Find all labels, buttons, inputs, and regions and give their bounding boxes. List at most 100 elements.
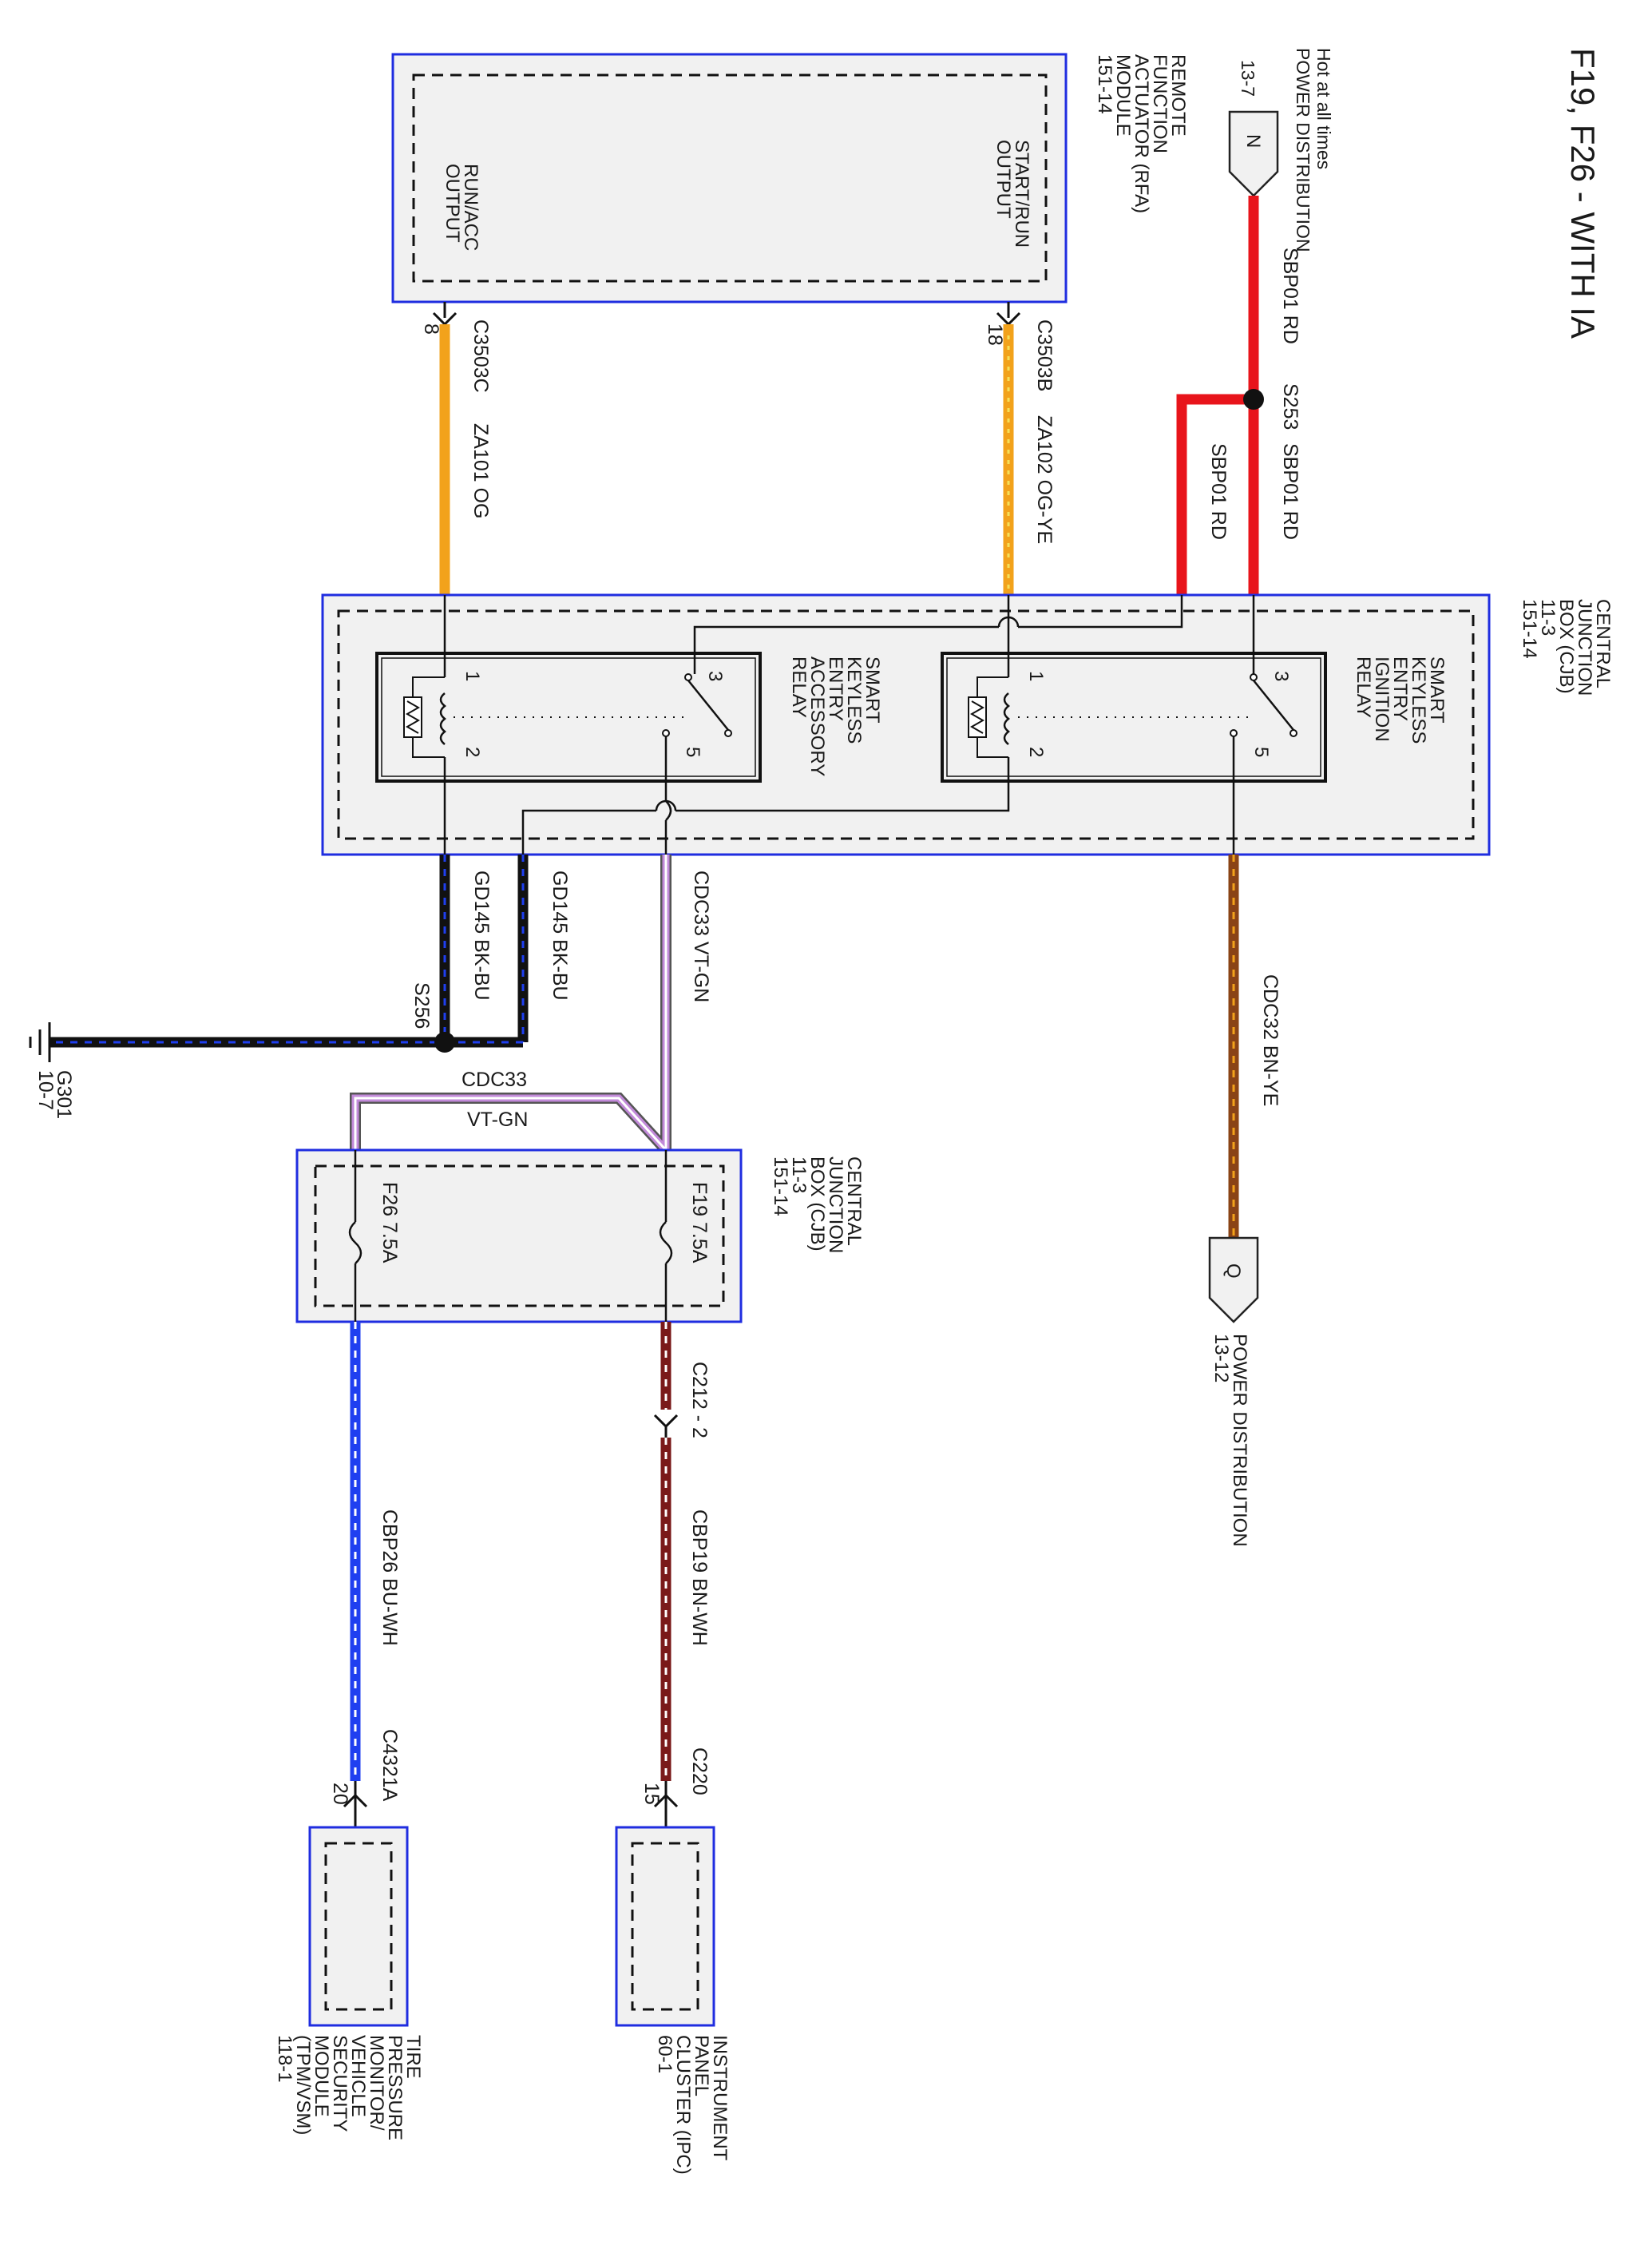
svg-text:RELAY: RELAY — [788, 656, 810, 718]
accessory-relay-pin-3: 3 — [704, 671, 726, 681]
wire-cdc33-vertical-label: CDC33 VT-GN — [690, 871, 712, 1002]
connector-c4321a-pin: 20 — [329, 1783, 351, 1805]
connector-q-label: Q — [1222, 1263, 1244, 1279]
svg-text:KEYLESS: KEYLESS — [1408, 656, 1429, 744]
cjb-fuse-box — [295, 1148, 743, 1323]
svg-text:JUNCTION: JUNCTION — [825, 1156, 846, 1253]
connector-c3503c-pin: 8 — [420, 323, 442, 335]
svg-text:SECURITY: SECURITY — [329, 2035, 351, 2132]
wire-cdc33-h-circuit: CDC33 — [462, 1069, 527, 1091]
wire-gd145 — [50, 855, 529, 1053]
svg-text:SMART: SMART — [862, 656, 883, 724]
connector-c3503b: C3503B — [1033, 319, 1056, 391]
power-dist-bottom-ref: 13-12 — [1210, 1334, 1232, 1382]
rfa-pin-run-acc: RUN/ACC — [460, 164, 481, 251]
connector-c3503c: C3503C — [469, 319, 492, 393]
wire-cdc33 — [350, 855, 671, 1165]
svg-text:RELAY: RELAY — [1353, 656, 1374, 718]
ignition-relay-pin-1: 1 — [1025, 671, 1047, 681]
svg-text:PRESSURE: PRESSURE — [384, 2035, 406, 2140]
ignition-relay-pin-5: 5 — [1250, 747, 1272, 757]
ground-g301-ref: 10-7 — [34, 1070, 57, 1110]
wire-sbp01-a-label: SBP01 RD — [1279, 443, 1301, 540]
connector-n-label: N — [1242, 134, 1264, 148]
rfa-pin-start-run-2: OUTPUT — [992, 140, 1014, 219]
connector-n: N — [1228, 110, 1279, 197]
wire-sbp01-top-label: SBP01 RD — [1279, 248, 1301, 344]
svg-text:ACCESSORY: ACCESSORY — [806, 656, 828, 776]
cjb-fuse-box-label: CENTRAL JUNCTION BOX (CJB) 11-3 151-14 — [770, 1156, 865, 1253]
tpm-label: TIRE PRESSURE MONITOR/ VEHICLE SECURITY … — [274, 2035, 424, 2140]
svg-text:11-3: 11-3 — [788, 1156, 810, 1193]
wire-za102-label: ZA102 OG-YE — [1033, 415, 1056, 544]
svg-text:151-14: 151-14 — [770, 1156, 791, 1216]
connector-c3503b-pin: 18 — [984, 323, 1006, 346]
wire-za102 — [996, 302, 1021, 595]
svg-text:ENTRY: ENTRY — [1389, 656, 1411, 721]
connector-q: Q — [1208, 1236, 1259, 1323]
ipc-label: INSTRUMENT PANEL CLUSTER (IPC) 60-1 — [654, 2035, 731, 2175]
svg-text:60-1: 60-1 — [654, 2035, 675, 2073]
ignition-relay-pin-3: 3 — [1270, 671, 1292, 681]
svg-text:BOX (CJB): BOX (CJB) — [806, 1156, 828, 1251]
connector-c212: C212 - 2 — [688, 1362, 711, 1438]
wire-cbp19 — [653, 1322, 679, 1837]
power-dist-bottom-label: POWER DISTRIBUTION — [1229, 1334, 1250, 1547]
cjb-internal-wiring — [443, 595, 1255, 855]
ignition-relay — [941, 652, 1327, 783]
wire-gd145-a-label: GD145 BK-BU — [549, 871, 571, 1001]
wire-za101-label: ZA101 OG — [469, 423, 492, 519]
page-title: F19, F26 - WITH IA — [1564, 48, 1602, 339]
svg-text:CLUSTER (IPC): CLUSTER (IPC) — [672, 2035, 694, 2175]
splice-s253: S253 — [1279, 383, 1301, 430]
svg-text:MODULE: MODULE — [1112, 54, 1134, 137]
svg-text:IGNITION: IGNITION — [1371, 656, 1393, 742]
svg-text:TIRE: TIRE — [402, 2035, 424, 2079]
power-dist-top-label: POWER DISTRIBUTION — [1293, 48, 1313, 252]
wire-cbp26-label: CBP26 BU-WH — [378, 1509, 401, 1646]
svg-text:ACTUATOR (RFA): ACTUATOR (RFA) — [1131, 54, 1152, 213]
svg-text:118-1: 118-1 — [274, 2035, 295, 2083]
svg-text:151-14: 151-14 — [1094, 54, 1115, 114]
wire-sbp01 — [1176, 196, 1264, 595]
svg-text:11-3: 11-3 — [1537, 599, 1559, 636]
fuse-f26 — [348, 1150, 362, 1322]
rfa-label: REMOTE FUNCTION ACTUATOR (RFA) MODULE 15… — [1094, 54, 1189, 213]
wire-cbp26 — [343, 1322, 368, 1837]
accessory-relay-pin-2: 2 — [462, 747, 483, 757]
wire-cbp19-label: CBP19 BN-WH — [688, 1509, 711, 1646]
svg-text:KEYLESS: KEYLESS — [843, 656, 865, 744]
rfa-module — [391, 53, 1068, 303]
svg-text:CENTRAL: CENTRAL — [1592, 599, 1614, 688]
accessory-relay-label: SMART KEYLESS ENTRY ACCESSORY RELAY — [788, 656, 883, 776]
connector-c4321a: C4321A — [378, 1729, 401, 1802]
wire-cdc32-label: CDC32 BN-YE — [1259, 974, 1282, 1106]
wire-za101 — [432, 302, 458, 595]
accessory-relay-pin-1: 1 — [462, 671, 483, 681]
fuse-f19 — [659, 1150, 673, 1322]
svg-text:JUNCTION: JUNCTION — [1574, 599, 1595, 696]
ground-icon — [29, 1022, 51, 1062]
svg-text:INSTRUMENT: INSTRUMENT — [709, 2035, 731, 2161]
tpm-module — [308, 1826, 409, 2027]
splice-s256: S256 — [410, 982, 433, 1029]
ground-g301: G301 — [53, 1070, 75, 1119]
rfa-pin-start-run: START/RUN — [1011, 140, 1032, 248]
ipc-module — [615, 1826, 715, 2027]
ignition-relay-label: SMART KEYLESS ENTRY IGNITION RELAY — [1353, 656, 1448, 744]
cjb-relay-box-label: CENTRAL JUNCTION BOX (CJB) 11-3 151-14 — [1519, 599, 1614, 696]
svg-text:REMOTE: REMOTE — [1167, 54, 1189, 137]
connector-c220-pin: 15 — [640, 1783, 663, 1805]
svg-text:151-14: 151-14 — [1519, 599, 1540, 659]
wire-cdc33-h-color: VT-GN — [467, 1109, 528, 1131]
svg-text:(TPM/VSM): (TPM/VSM) — [292, 2035, 314, 2135]
svg-text:MONITOR/: MONITOR/ — [366, 2035, 387, 2131]
svg-text:VEHICLE: VEHICLE — [347, 2035, 369, 2117]
svg-text:ENTRY: ENTRY — [825, 656, 846, 721]
accessory-relay — [375, 652, 762, 783]
ignition-relay-pin-2: 2 — [1025, 747, 1047, 757]
rfa-pin-run-acc-2: OUTPUT — [442, 164, 463, 243]
svg-text:SMART: SMART — [1426, 656, 1448, 724]
wire-sbp01-b-label: SBP01 RD — [1207, 443, 1230, 540]
